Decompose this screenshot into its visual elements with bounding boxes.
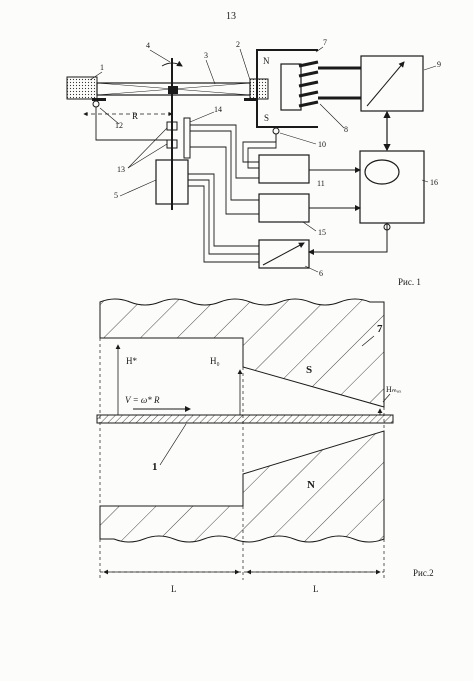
block-9 — [360, 55, 424, 112]
sensor-12 — [92, 100, 100, 108]
svg-text:L: L — [171, 584, 177, 594]
svg-text:14: 14 — [214, 105, 222, 114]
block-15 — [258, 193, 310, 223]
svg-text:10: 10 — [318, 140, 326, 149]
figure-1-caption: Рис. 1 — [398, 277, 421, 287]
svg-text:N: N — [307, 479, 315, 491]
svg-text:3: 3 — [204, 51, 208, 60]
pole-s-block — [99, 298, 385, 408]
svg-text:15: 15 — [318, 228, 326, 237]
block-16-display — [359, 150, 425, 224]
figure-2-caption: Рис.2 — [413, 568, 434, 578]
sample-2 — [249, 78, 269, 100]
block-11 — [258, 154, 310, 184]
sample-strip — [96, 414, 394, 424]
svg-text:N: N — [263, 56, 270, 66]
figure-2-diagram — [96, 298, 394, 580]
svg-text:1: 1 — [152, 461, 158, 473]
rotation-arrow-icon — [161, 60, 183, 67]
figure-1-labels: 1 2 3 4 5 6 7 8 9 10 11 12 13 1 — [89, 38, 441, 278]
svg-text:16: 16 — [430, 178, 438, 187]
brush-14 — [183, 117, 191, 159]
pole-n-block — [99, 430, 385, 543]
svg-text:H₀: H₀ — [210, 356, 220, 366]
svg-text:S: S — [264, 113, 269, 123]
svg-text:8: 8 — [344, 125, 348, 134]
magnet-7 — [256, 49, 319, 135]
wiring — [95, 107, 277, 263]
svg-text:R: R — [132, 111, 138, 121]
page-number: 13 — [226, 11, 236, 22]
svg-text:V = ω* R: V = ω* R — [125, 395, 160, 405]
svg-text:H*: H* — [126, 356, 137, 366]
svg-text:11: 11 — [317, 179, 325, 188]
svg-text:7: 7 — [377, 323, 383, 335]
block-5 — [155, 159, 189, 205]
svg-text:13: 13 — [117, 165, 125, 174]
sample-1 — [66, 76, 98, 100]
svg-text:7: 7 — [323, 38, 327, 47]
svg-text:S: S — [306, 364, 312, 376]
svg-text:5: 5 — [114, 191, 118, 200]
svg-text:2: 2 — [236, 40, 240, 49]
svg-text:L: L — [313, 584, 319, 594]
svg-text:12: 12 — [115, 121, 123, 130]
rotor-assembly — [66, 58, 269, 210]
svg-text:9: 9 — [437, 60, 441, 69]
svg-text:Hₘₐₓ: Hₘₐₓ — [386, 385, 402, 394]
svg-text:6: 6 — [319, 269, 323, 278]
svg-text:1: 1 — [100, 63, 104, 72]
svg-text:4: 4 — [146, 41, 150, 50]
figure-2-labels: H* H₀ Hₘₐₓ V = ω* R S N 7 1 L L — [125, 323, 402, 594]
